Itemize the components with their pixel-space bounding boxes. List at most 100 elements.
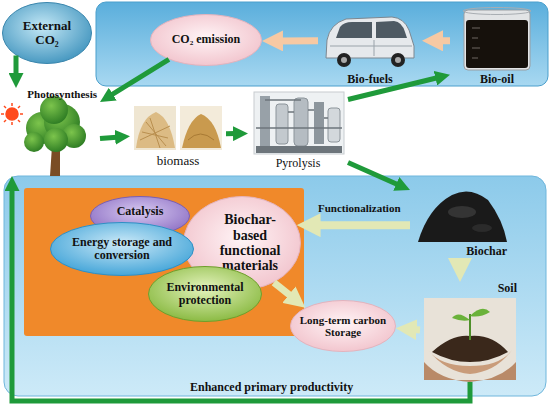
tree-illustration [24,132,44,152]
bottom-band [4,176,546,396]
flow-arrow [14,55,19,75]
bio-oil-beaker [463,8,531,71]
car-illustration [326,17,414,58]
ellipse-node: CO₂ emission [150,14,262,66]
picture-node: Bio-fuels [318,8,422,86]
biochar-photo [448,206,476,218]
ellipse-node: External CO₂ [2,2,92,64]
ellipse-node: Energy storage and conversion [50,222,194,276]
node-label: Catalysis [117,205,164,218]
soil-photo [469,314,471,340]
biomass-photo [188,134,214,140]
top-band [96,2,548,86]
flow-arrow [274,283,291,297]
biomass-photo [182,114,221,148]
biomass-photo [180,106,222,150]
sun-icon [4,106,6,108]
picture-node: Photosynthesis [0,88,100,176]
ellipse-shape [291,301,396,352]
soil-photo [424,298,516,380]
picture-node: Bio-oil [450,4,544,86]
flow-arrow [414,326,420,333]
picture-caption: Photosynthesis [27,88,97,100]
car-illustration [326,17,414,67]
biomass-photo [134,106,176,150]
biochar-photo [418,191,507,242]
ellipse-shape [51,223,194,276]
pyrolysis-unit-photo [254,92,344,154]
car-illustration [341,57,347,63]
bio-oil-beaker [472,28,480,58]
biomass-photo [134,106,222,150]
picture-node: Soil [420,282,520,382]
flow-arrow [456,258,464,261]
car-illustration [376,21,407,38]
pyrolysis-unit-photo [256,100,342,128]
flow-arrow [100,137,117,138]
node-label: CO₂ emission [172,33,241,46]
ellipse-shape [151,15,262,66]
node-label: Long-term carbon Storage [294,314,392,338]
pyrolysis-unit-photo [314,102,324,144]
bio-oil-beaker [463,8,531,15]
biomass-photo [136,112,175,148]
flow-arrow [111,59,169,95]
picture-caption: biomass [157,154,200,168]
picture-caption: Biochar [466,245,507,258]
node-label: Biochar-based functional materials [208,212,292,274]
pyrolysis-unit-photo [260,96,270,148]
node-label: Energy storage and conversion [66,236,178,262]
car-illustration [391,53,405,67]
flow-arrow [348,78,437,100]
tree-illustration [24,96,86,176]
flow-arrow [348,162,398,184]
car-illustration [395,57,401,63]
sun-icon [18,120,20,122]
arrow-label: Enhanced primary productivity [190,381,353,393]
bio-oil-beaker [466,20,528,68]
flow-arrow [12,189,470,401]
picture-caption: Soil [498,282,517,295]
sun-icon [1,103,23,125]
soil-photo [452,314,470,320]
pyrolysis-unit-photo [254,92,344,154]
sun-icon [18,106,20,108]
node-label: Environmental protection [157,281,253,307]
flow-arrow [440,37,450,44]
sun-icon [6,108,18,120]
flow-arrow [317,221,410,229]
arrow-label: Functionalization [318,203,401,214]
ellipse-node: Environmental protection [148,266,262,322]
soil-photo [470,309,490,317]
tree-illustration [40,96,68,124]
biomass-photo [140,118,170,148]
tree-illustration [44,128,68,152]
picture-node: Biochar [410,180,510,258]
node-label: External CO₂ [12,19,82,48]
biochar-photo [472,224,492,232]
picture-caption: Bio-fuels [347,73,392,86]
biochar-photo [418,191,507,242]
ellipse-shape [149,267,262,322]
sun-icon [11,122,13,125]
materials-panel [24,188,304,336]
picture-node: biomass [130,100,226,168]
picture-node: Pyrolysis [248,88,348,170]
picture-caption: Pyrolysis [276,157,321,170]
sun-icon [1,113,4,115]
bio-oil-beaker [464,10,530,70]
sun-icon [4,120,6,122]
pyrolysis-unit-photo [256,146,342,153]
pyrolysis-unit-photo [328,108,340,142]
sun-icon [20,113,23,115]
pyrolysis-unit-photo [294,98,308,146]
car-illustration [336,22,372,38]
sun-icon [11,103,13,106]
car-illustration [337,53,351,67]
flow-arrow [280,37,318,44]
flow-arrow [226,131,235,136]
picture-caption: Bio-oil [480,73,514,86]
ellipse-node: Long-term carbon Storage [290,300,396,352]
soil-photo [424,362,516,382]
